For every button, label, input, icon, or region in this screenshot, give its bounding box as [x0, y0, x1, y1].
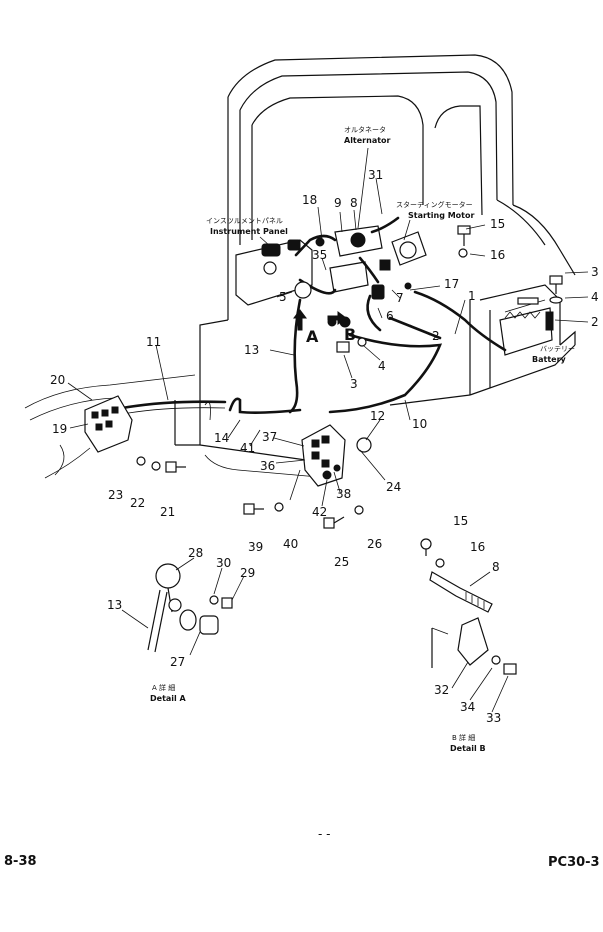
footer-mark: - - — [318, 827, 330, 841]
callout-numbers: 1 2 2 3 3 4 4 5 6 7 9 10 11 12 13 13 14 … — [50, 168, 599, 725]
callout: 8 — [350, 196, 358, 210]
callout: 40 — [283, 537, 298, 551]
callout: 28 — [188, 546, 203, 560]
callout: 13 — [107, 598, 122, 612]
detail-a — [121, 557, 245, 656]
cab-outline — [174, 54, 576, 479]
detail-b-label: Detail B — [450, 744, 486, 753]
callout: 24 — [386, 480, 401, 494]
callout: 38 — [336, 487, 351, 501]
detail-b — [420, 538, 517, 713]
callout: 23 — [108, 488, 123, 502]
callout: 13 — [244, 343, 259, 357]
callout: 36 — [260, 459, 275, 473]
callout: 39 — [248, 540, 263, 554]
battery — [499, 297, 554, 356]
callout: 15 — [490, 217, 505, 231]
callout: 18 — [302, 193, 317, 207]
alternator-label: Alternator — [344, 136, 391, 145]
callout: 5 — [279, 290, 287, 304]
callout: 17 — [444, 277, 459, 291]
detail-a-label: Detail A — [150, 694, 187, 703]
callout: 6 — [386, 309, 394, 323]
view-markers — [293, 309, 347, 331]
callout: 9 — [334, 196, 342, 210]
callout: 30 — [216, 556, 231, 570]
callout: 7 — [396, 291, 404, 305]
marker-a: A — [306, 327, 319, 346]
callout: 16 — [490, 248, 505, 262]
detail-a-label-jp: A 詳 細 — [152, 683, 175, 692]
callout: 2 — [432, 329, 440, 343]
instrument-panel — [235, 237, 325, 306]
callout: 15 — [453, 514, 468, 528]
callout: 32 — [434, 683, 449, 697]
callout: 14 — [214, 431, 229, 445]
relay-cluster — [327, 261, 412, 328]
callout: 8 — [492, 560, 500, 574]
callout: 35 — [312, 248, 327, 262]
callout: 34 — [460, 700, 475, 714]
callout: 20 — [50, 373, 65, 387]
callout: 33 — [486, 711, 501, 725]
starting-motor-label: Starting Motor — [408, 211, 474, 220]
callout: 3 — [591, 265, 599, 279]
callout: 11 — [146, 335, 161, 349]
callout: 4 — [591, 290, 599, 304]
callout: 22 — [130, 496, 145, 510]
detail-b-label-jp: B 詳 細 — [452, 733, 475, 742]
right-console — [301, 424, 372, 487]
hardware — [136, 225, 563, 529]
callout: 12 — [370, 409, 385, 423]
callout: 21 — [160, 505, 175, 519]
instrument-panel-label: Instrument Panel — [210, 227, 288, 236]
callout: 16 — [470, 540, 485, 554]
text-labels: オルタネータ Alternator スターティングモーター Starting M… — [150, 125, 575, 753]
callout: 31 — [368, 168, 383, 182]
marker-b: B — [344, 325, 356, 344]
callout: 37 — [262, 430, 277, 444]
alternator-label-jp: オルタネータ — [344, 125, 386, 134]
callout: 41 — [240, 441, 255, 455]
battery-label: Battery — [532, 355, 567, 364]
callout: 25 — [334, 555, 349, 569]
callout: 42 — [312, 505, 327, 519]
left-console — [24, 374, 211, 479]
harness-lines — [110, 216, 507, 417]
callout: 1 — [468, 289, 476, 303]
footer: 8-38 PC30-3 - - — [4, 827, 600, 870]
page-reference: 8-38 — [4, 854, 37, 869]
callout: 4 — [378, 359, 386, 373]
battery-label-jp: バッテリー — [540, 345, 575, 353]
instrument-panel-label-jp: インスツルメントパネル — [206, 217, 283, 225]
callout: 3 — [350, 377, 358, 391]
leader-lines — [67, 147, 589, 507]
callout: 10 — [412, 417, 427, 431]
callout: 29 — [240, 566, 255, 580]
callout: 19 — [52, 422, 67, 436]
callout: 27 — [170, 655, 185, 669]
alternator-starter — [334, 225, 427, 271]
callout: 2 — [591, 315, 599, 329]
model-number: PC30-3 — [548, 855, 600, 870]
callout: 26 — [367, 537, 382, 551]
starting-motor-label-jp: スターティングモーター — [396, 200, 473, 209]
